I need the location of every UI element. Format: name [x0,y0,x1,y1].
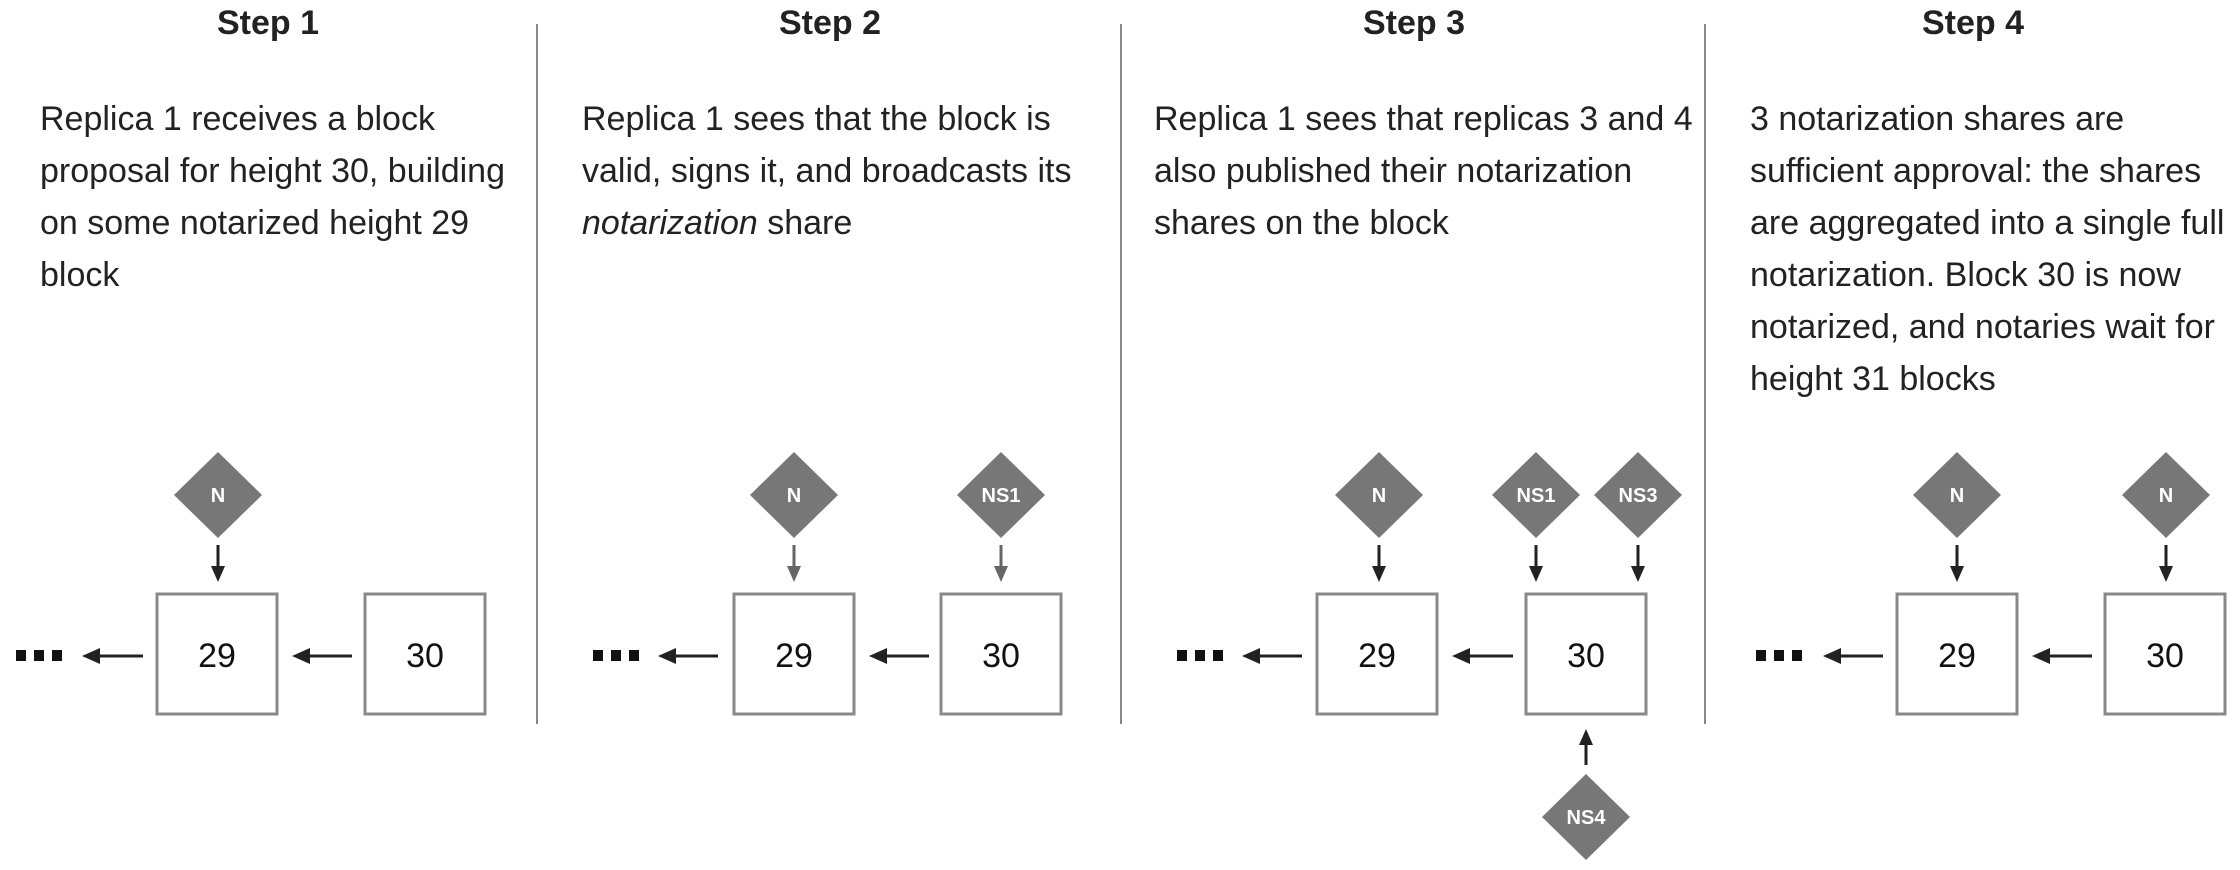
block-29: 29 [1315,592,1439,716]
notarization-marker: N [750,452,838,538]
ellipsis-icon [593,650,639,661]
arrow-down-icon [994,545,1008,582]
step-panel-3: Step 3 Replica 1 sees that replicas 3 an… [1122,0,1706,870]
svg-text:N: N [2159,485,2173,507]
notarization-share-marker: NS1 [957,452,1045,538]
chain-step-1: 29 30 N [16,452,487,716]
arrow-left-icon [82,648,143,664]
svg-text:N: N [1372,485,1386,507]
svg-text:30: 30 [982,637,1020,675]
svg-text:29: 29 [198,637,236,675]
step-panel-4: Step 4 3 notarization shares are suffici… [1706,0,2240,870]
block-30: 30 [939,592,1063,716]
ellipsis-icon [1177,650,1223,661]
notarization-share-marker: NS3 [1594,452,1682,538]
arrow-left-icon [869,648,929,664]
step-description: Replica 1 sees that the block is valid, … [582,100,1072,242]
chain-step-2: 29 30 N NS1 [593,452,1063,716]
block-29: 29 [1895,592,2019,716]
svg-text:NS3: NS3 [1619,485,1658,507]
step-description: Replica 1 receives a block proposal for … [40,100,505,294]
chain-step-3: 29 30 N NS1 NS3 [1177,452,1682,860]
arrow-left-icon [292,648,352,664]
svg-text:30: 30 [406,637,444,675]
arrow-left-icon [1452,648,1513,664]
chain-step-4: 29 30 N N [1756,452,2227,716]
arrow-left-icon [2032,648,2092,664]
notarization-share-marker: NS1 [1492,452,1580,538]
block-30: 30 [1524,592,1648,716]
svg-text:29: 29 [1358,637,1396,675]
step-title: Step 4 [1921,4,2025,42]
notarization-marker: N [1335,452,1423,538]
svg-text:N: N [1950,485,1964,507]
block-29: 29 [732,592,856,716]
arrow-down-icon [1950,545,1964,582]
emphasized-term: notarization [582,204,758,242]
arrow-down-icon [211,545,225,582]
step-panel-2: Step 2 Replica 1 sees that the block is … [538,0,1122,870]
svg-text:30: 30 [2146,637,2184,675]
svg-text:29: 29 [775,637,813,675]
arrow-down-icon [1529,545,1543,582]
notarization-marker: N [2122,452,2210,538]
svg-text:30: 30 [1567,637,1605,675]
svg-text:NS1: NS1 [982,485,1021,507]
arrow-left-icon [1242,648,1302,664]
block-30: 30 [2103,592,2227,716]
arrow-left-icon [1823,648,1883,664]
notarization-marker: N [1913,452,2001,538]
ellipsis-icon [1756,650,1802,661]
step-description: Replica 1 sees that replicas 3 and 4 als… [1154,100,1693,242]
ellipsis-icon [16,650,62,661]
svg-text:NS4: NS4 [1567,807,1607,829]
svg-text:N: N [787,485,801,507]
step-title: Step 3 [1362,4,1466,42]
svg-text:29: 29 [1938,637,1976,675]
svg-text:NS1: NS1 [1517,485,1556,507]
notarization-marker: N [174,452,262,538]
arrow-up-icon [1579,729,1593,765]
divider [1120,24,1122,724]
block-29: 29 [155,592,279,716]
arrow-down-icon [787,545,801,582]
notarization-share-marker: NS4 [1542,774,1630,860]
arrow-down-icon [2159,545,2173,582]
block-30: 30 [363,592,487,716]
step-description: 3 notarization shares are sufficient app… [1750,100,2225,398]
arrow-down-icon [1631,545,1645,582]
divider [536,24,538,724]
divider [1704,24,1706,724]
arrow-left-icon [658,648,718,664]
svg-text:N: N [211,485,225,507]
step-title: Step 2 [778,4,882,42]
step-panel-1: Step 1 Replica 1 receives a block propos… [0,0,536,870]
step-title: Step 1 [216,4,320,42]
arrow-down-icon [1372,545,1386,582]
